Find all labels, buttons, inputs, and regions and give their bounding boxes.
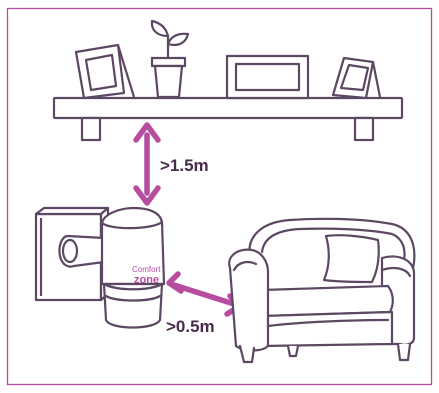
picture-frame-icon — [74, 43, 136, 100]
brand-name-line2: zone — [134, 274, 159, 286]
shelf-icon — [52, 96, 404, 142]
potted-plant-icon — [150, 19, 190, 99]
diagram-border — [6, 7, 433, 386]
height-distance-label: >1.5m — [160, 156, 209, 175]
double-arrow-icon — [133, 122, 161, 206]
side-distance-label: >0.5m — [166, 317, 215, 336]
double-arrow-icon — [166, 271, 243, 317]
picture-frame-icon — [225, 54, 310, 100]
plug-in-diffuser-icon: Comfort zone — [58, 206, 166, 329]
picture-frame-icon — [331, 56, 382, 100]
brand-name-line1: Comfort — [132, 265, 161, 274]
armchair-icon — [228, 217, 416, 364]
